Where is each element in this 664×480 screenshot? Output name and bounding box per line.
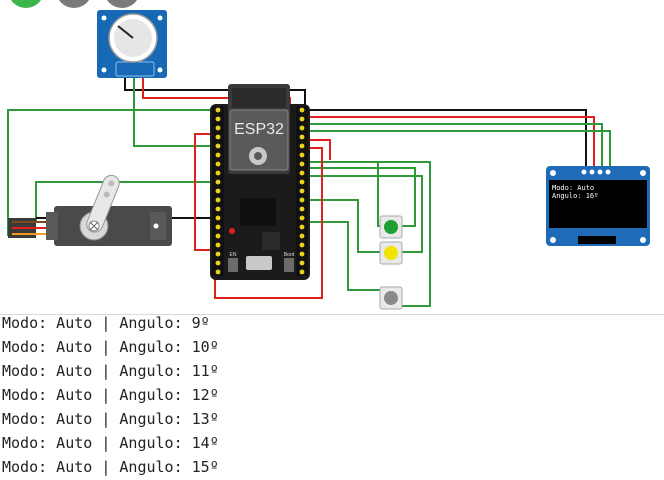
header-pin[interactable] — [299, 143, 305, 149]
header-pin[interactable] — [299, 269, 305, 275]
push-button-green[interactable] — [379, 215, 403, 239]
oled-text-line2: Angulo: 16º — [552, 192, 598, 200]
espressif-logo-icon — [249, 147, 267, 165]
en-button-label: EN — [230, 252, 237, 258]
esp32-label: ESP32 — [234, 121, 284, 138]
header-pin[interactable] — [215, 134, 221, 140]
serial-output-line: Modo: Auto | Angulo: 13º — [2, 410, 219, 428]
header-pin[interactable] — [215, 125, 221, 131]
header-pin[interactable] — [215, 197, 221, 203]
header-pin[interactable] — [299, 251, 305, 257]
panel-divider[interactable] — [0, 314, 664, 315]
push-button-yellow[interactable] — [379, 241, 403, 265]
header-pin[interactable] — [215, 179, 221, 185]
header-pin[interactable] — [215, 188, 221, 194]
header-pin[interactable] — [215, 161, 221, 167]
serial-output-line: Modo: Auto | Angulo: 14º — [2, 434, 219, 452]
header-pin[interactable] — [215, 152, 221, 158]
toolbar-buttons[interactable] — [8, 0, 140, 8]
header-pin[interactable] — [299, 224, 305, 230]
serial-output-line: Modo: Auto | Angulo: 10º — [2, 338, 219, 356]
header-pin[interactable] — [299, 260, 305, 266]
header-pin[interactable] — [215, 269, 221, 275]
oled-display[interactable]: Modo: Auto Angulo: 16º — [546, 166, 650, 246]
header-pin[interactable] — [215, 233, 221, 239]
header-pin[interactable] — [299, 215, 305, 221]
serial-output-line: Modo: Auto | Angulo: 15º — [2, 458, 219, 476]
pause-simulation-button[interactable] — [56, 0, 92, 8]
header-pin[interactable] — [299, 242, 305, 248]
header-pin[interactable] — [215, 260, 221, 266]
header-pin[interactable] — [299, 107, 305, 113]
boot-button[interactable]: Boot — [284, 252, 295, 272]
restart-simulation-button[interactable] — [104, 0, 140, 8]
header-pin[interactable] — [215, 242, 221, 248]
header-pin[interactable] — [299, 170, 305, 176]
header-pin[interactable] — [299, 233, 305, 239]
header-pin[interactable] — [299, 179, 305, 185]
servo-horn — [86, 174, 120, 233]
potentiometer[interactable] — [97, 10, 167, 78]
header-pin[interactable] — [215, 107, 221, 113]
simulation-canvas[interactable]: ESP32 EN Boot — [0, 0, 664, 314]
header-pin[interactable] — [215, 251, 221, 257]
usb-port — [246, 256, 272, 270]
serial-monitor[interactable]: Modo: Auto | Angulo: 9º Modo: Auto | Ang… — [0, 315, 664, 480]
header-pin[interactable] — [215, 170, 221, 176]
push-button-gray[interactable] — [379, 286, 403, 310]
header-pin[interactable] — [299, 152, 305, 158]
serial-output-line: Modo: Auto | Angulo: 9º — [2, 315, 210, 332]
esp32-board[interactable]: ESP32 EN Boot — [210, 84, 310, 280]
usb-uart-chip — [240, 198, 276, 226]
potentiometer-knob-indicator — [117, 25, 134, 39]
header-pin[interactable] — [215, 206, 221, 212]
en-button[interactable]: EN — [228, 252, 238, 272]
oled-text-line1: Modo: Auto — [552, 184, 594, 192]
header-pin[interactable] — [299, 161, 305, 167]
header-pin[interactable] — [215, 143, 221, 149]
header-pin[interactable] — [299, 188, 305, 194]
servo-motor[interactable] — [8, 173, 172, 246]
header-pin[interactable] — [299, 125, 305, 131]
header-pin[interactable] — [215, 116, 221, 122]
header-pin[interactable] — [299, 134, 305, 140]
boot-button-label: Boot — [284, 252, 295, 258]
header-pin[interactable] — [299, 116, 305, 122]
power-led — [229, 228, 235, 234]
serial-output-line: Modo: Auto | Angulo: 12º — [2, 386, 219, 404]
header-pin[interactable] — [299, 206, 305, 212]
serial-output-line: Modo: Auto | Angulo: 11º — [2, 362, 219, 380]
header-pin[interactable] — [299, 197, 305, 203]
start-simulation-button[interactable] — [8, 0, 44, 8]
header-pin[interactable] — [215, 215, 221, 221]
header-pin[interactable] — [215, 224, 221, 230]
